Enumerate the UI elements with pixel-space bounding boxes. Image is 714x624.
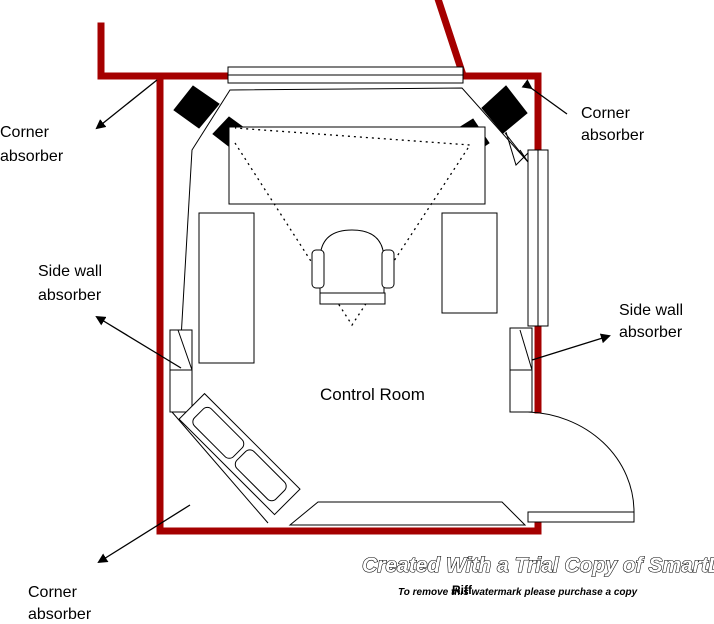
- right-rack: [441, 212, 498, 314]
- side-absorber-left-lower: [169, 369, 193, 413]
- arrow-corner-top-right: [521, 79, 568, 115]
- side-absorber-right-detail: [519, 329, 533, 371]
- mixing-desk: [228, 126, 486, 205]
- label-side-left: Side wall absorber: [38, 263, 106, 304]
- label-corner-bottom-left: Corner absorber: [28, 584, 92, 623]
- chair: [311, 229, 395, 305]
- arrow-corner-bottom-left: [97, 504, 191, 564]
- door: [527, 411, 635, 523]
- couch-seat-2: [234, 449, 287, 502]
- bottom-absorber: [288, 501, 527, 526]
- left-rack: [198, 212, 255, 364]
- corner-absorber-top-left: [173, 85, 220, 129]
- watermark: Created With a Trial Copy of SmartDraw R…: [361, 553, 714, 598]
- chair-back: [319, 229, 385, 296]
- label-corner-top-right: Corner absorber: [581, 105, 645, 144]
- side-absorber-right-lower: [509, 369, 533, 413]
- side-absorbers: [169, 327, 533, 413]
- watermark-title: Created With a Trial Copy of SmartDraw: [362, 554, 714, 577]
- couch-seat-1: [192, 406, 245, 459]
- annotation-arrows: [95, 79, 611, 564]
- side-absorber-left-detail: [177, 329, 193, 371]
- chair-seat: [319, 292, 386, 305]
- inner-wall-right-segment: [504, 132, 529, 163]
- inner-wall-right-bevel: [505, 131, 529, 166]
- corner-absorber-top-right: [481, 85, 528, 134]
- windows: [227, 66, 549, 327]
- chair-arm-left: [311, 249, 325, 289]
- couch-frame: [178, 392, 301, 516]
- lower-left-diagonal: [171, 411, 269, 524]
- chair-arm-right: [381, 249, 395, 289]
- label-corner-top-left: Corner absorber: [0, 124, 64, 165]
- label-side-right: Side wall absorber: [619, 302, 687, 341]
- arrow-corner-top-left: [95, 79, 158, 130]
- door-leaf: [527, 511, 635, 523]
- watermark-fragment: Riff: [452, 583, 473, 597]
- arrow-side-right: [531, 333, 611, 361]
- room-name-label: Control Room: [320, 385, 425, 404]
- listening-triangle: [234, 127, 472, 327]
- wall-angled-top: [434, 0, 467, 77]
- labels: Corner absorber Corner absorber Side wal…: [0, 105, 687, 623]
- couch: [178, 392, 301, 516]
- watermark-subtitle: To remove this watermark please purchase…: [398, 587, 638, 598]
- room-walls: [97, 0, 542, 535]
- outer-wall-top-left-stub: [97, 22, 164, 80]
- arrow-side-left: [95, 315, 182, 369]
- door-swing-arc: [527, 411, 635, 513]
